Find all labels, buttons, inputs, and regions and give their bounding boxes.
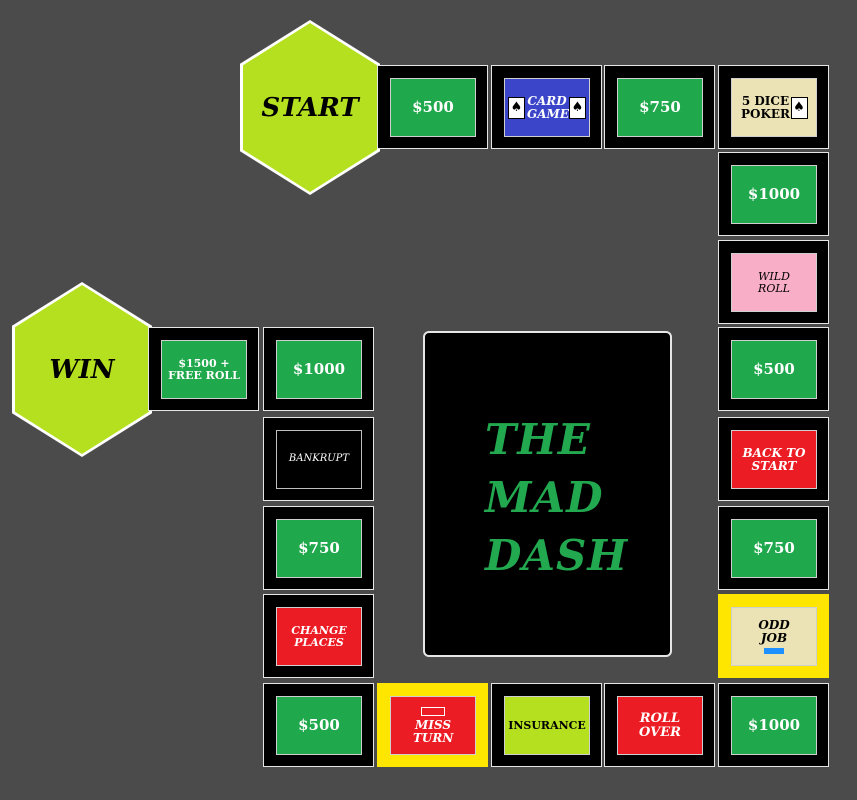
win-label: WIN — [49, 354, 115, 385]
space-bottom-500[interactable]: $500 — [263, 683, 374, 767]
space-left-1000[interactable]: $1000 — [263, 327, 374, 411]
space-label: $1500 + FREE ROLL — [161, 340, 247, 399]
space-odd-job[interactable]: ODD JOB — [718, 594, 829, 678]
space-change-places[interactable]: CHANGE PLACES — [263, 594, 374, 678]
miss-turn-marker — [421, 706, 445, 716]
space-label: WILD ROLL — [731, 253, 817, 312]
space-right-750[interactable]: $750 — [718, 506, 829, 590]
odd-job-marker — [764, 648, 784, 655]
space-left-750[interactable]: $750 — [263, 506, 374, 590]
space-label: CARD GAME — [527, 93, 569, 121]
game-title-board: THE MAD DASH — [423, 331, 672, 657]
space-roll-over[interactable]: ROLL OVER — [604, 683, 715, 767]
space-label: $500 — [390, 78, 476, 137]
space-label: $1000 — [731, 165, 817, 224]
space-back-to-start[interactable]: BACK TO START — [718, 417, 829, 501]
space-bankrupt[interactable]: BANKRUPT — [263, 417, 374, 501]
space-wild-roll[interactable]: WILD ROLL — [718, 240, 829, 324]
space-right-1000[interactable]: $1000 — [718, 152, 829, 236]
title-line-3: DASH — [485, 531, 629, 580]
win-space[interactable]: WIN — [12, 282, 152, 457]
space-label: ODD JOB — [758, 617, 790, 645]
space-label: INSURANCE — [504, 696, 590, 755]
start-space[interactable]: START — [240, 20, 380, 195]
space-label: $500 — [731, 340, 817, 399]
start-label: START — [261, 92, 359, 123]
space-label: MISS TURN — [413, 717, 454, 745]
space-top-500[interactable]: $500 — [377, 65, 488, 149]
space-insurance[interactable]: INSURANCE — [491, 683, 602, 767]
space-label: $1000 — [731, 696, 817, 755]
space-label: BANKRUPT — [276, 430, 362, 489]
title-line-2: MAD — [485, 473, 604, 522]
space-label: $750 — [617, 78, 703, 137]
space-label: $1000 — [276, 340, 362, 399]
card-icon: ♠ — [790, 96, 808, 119]
card-icon: ♠ — [508, 96, 525, 119]
card-icon: ♠ — [569, 96, 586, 119]
space-label: $500 — [276, 696, 362, 755]
space-label: $750 — [276, 519, 362, 578]
space-label: ROLL OVER — [617, 696, 703, 755]
space-bottom-1000[interactable]: $1000 — [718, 683, 829, 767]
space-miss-turn[interactable]: MISS TURN — [377, 683, 488, 767]
space-5-dice-poker[interactable]: 5 DICE POKER ♠ — [718, 65, 829, 149]
space-label: CHANGE PLACES — [276, 607, 362, 666]
space-label: $750 — [731, 519, 817, 578]
space-1500-free-roll[interactable]: $1500 + FREE ROLL — [148, 327, 259, 411]
space-label: 5 DICE POKER — [740, 93, 791, 121]
space-label: BACK TO START — [731, 430, 817, 489]
title-line-1: THE — [485, 415, 591, 464]
space-card-game[interactable]: ♠ CARD GAME ♠ — [491, 65, 602, 149]
space-right-500[interactable]: $500 — [718, 327, 829, 411]
space-top-750[interactable]: $750 — [604, 65, 715, 149]
